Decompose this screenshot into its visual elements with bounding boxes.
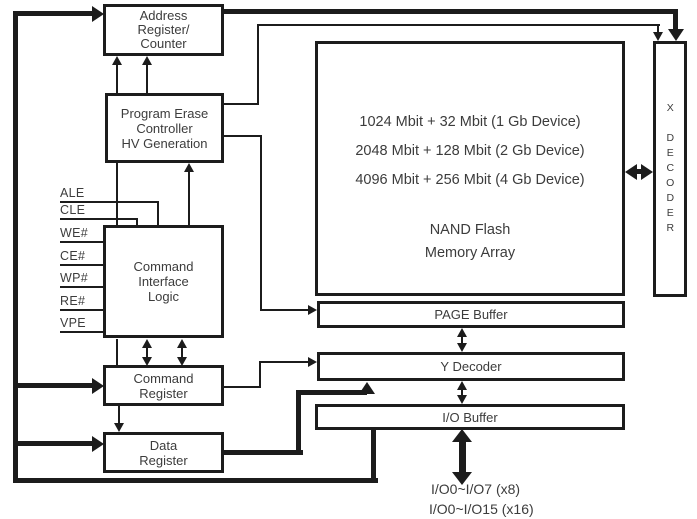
wire-array-x-decoder-bus: [635, 169, 645, 174]
arrowhead-up-bidir-2: [177, 339, 187, 348]
pin-label-ale: ALE: [60, 186, 85, 200]
capacity-line-2gb: 2048 Mbit + 128 Mbit (2 Gb Device): [355, 143, 585, 159]
wire-cle-down: [136, 218, 138, 226]
arrowhead-down-bidir-2: [177, 357, 187, 366]
wire-pec-to-address-register-2: [146, 62, 148, 93]
io-pins-label-x8: I/O0~I/O7 (x8): [431, 481, 521, 497]
arrowhead-into-x-decoder-thick: [668, 29, 684, 41]
arrowhead-up-address-register-2: [142, 56, 152, 65]
arrowhead-into-x-decoder-side: [641, 164, 653, 180]
block-label: I/O Buffer: [442, 409, 498, 425]
pin-label-ce: CE#: [60, 249, 86, 263]
arrowhead-into-page-buffer: [308, 305, 317, 315]
wire-command-register-up: [259, 361, 261, 388]
wire-pec-to-address-register-1: [116, 62, 118, 93]
arrowhead-into-x-decoder-thin: [653, 32, 663, 41]
arrowhead-into-data-register: [92, 436, 104, 452]
wire-pec-to-x-decoder-across: [257, 24, 660, 26]
wire-data-register-output: [224, 450, 303, 455]
block-page-buffer: PAGE Buffer: [317, 301, 625, 328]
wire-left-bus-vertical: [13, 11, 18, 483]
arrowhead-up-bidir-1: [142, 339, 152, 348]
wire-cil-command-register-bidir-2: [181, 346, 183, 359]
pin-label-wp: WP#: [60, 271, 88, 285]
pin-label-we: WE#: [60, 226, 88, 240]
arrowhead-up-into-pec: [184, 163, 194, 172]
block-label: Data Register: [139, 437, 188, 468]
wire-ale-down: [157, 201, 159, 225]
io-pins-label-x16: I/O0~I/O15 (x16): [429, 501, 534, 517]
block-label: Command Register: [133, 370, 194, 401]
wire-address-bus-top: [224, 9, 678, 14]
wire-bus-to-command-register: [13, 383, 93, 388]
block-io-buffer: I/O Buffer: [315, 404, 625, 430]
memory-array-content: 1024 Mbit + 32 Mbit (1 Gb Device) 2048 M…: [318, 44, 622, 293]
wire-ale: [60, 201, 159, 203]
arrowhead-into-io-buffer-bottom: [452, 429, 472, 442]
capacity-line-4gb: 4096 Mbit + 256 Mbit (4 Gb Device): [355, 172, 585, 188]
wire-data-register-to-y-decoder: [296, 390, 367, 395]
arrowhead-down-bidir-1: [142, 357, 152, 366]
block-label: PAGE Buffer: [434, 307, 508, 322]
block-label: Y Decoder: [440, 359, 502, 374]
block-x-decoder: X DECODER: [653, 41, 687, 297]
arrowhead-into-memory-array: [625, 164, 637, 180]
wire-cil-to-command-register-plain: [116, 339, 118, 365]
arrowhead-into-address-register: [92, 6, 104, 22]
wire-pec-to-page-buffer-down: [260, 135, 262, 311]
wire-io-external-bus: [459, 440, 466, 474]
wire-wp: [60, 286, 105, 288]
wire-command-register-to-y-decoder: [259, 361, 308, 363]
block-command-interface-logic: Command Interface Logic: [103, 225, 224, 338]
block-address-register-counter: Address Register/ Counter: [103, 4, 224, 56]
wire-re: [60, 309, 105, 311]
wire-pec-to-page-buffer-stub: [224, 135, 262, 137]
wire-pec-to-x-decoder-stub: [224, 103, 259, 105]
arrowhead-io-pins-down: [452, 472, 472, 485]
pin-label-vpe: VPE: [60, 316, 86, 330]
block-command-register: Command Register: [103, 365, 224, 406]
block-label: Address Register/ Counter: [137, 8, 190, 51]
wire-we: [60, 241, 105, 243]
arrowhead-down-y-decoder: [457, 343, 467, 352]
arrowhead-into-command-register: [92, 378, 104, 394]
block-data-register: Data Register: [103, 432, 224, 473]
block-label-vertical: X DECODER: [664, 101, 677, 237]
arrowhead-up-page-buffer: [457, 328, 467, 337]
wire-cle: [60, 218, 138, 220]
wire-y-decoder-io-buffer-bidir: [461, 388, 463, 397]
wire-bus-to-data-register: [13, 441, 93, 446]
pin-label-re: RE#: [60, 294, 86, 308]
wire-cil-to-pec-arrow: [188, 170, 190, 225]
arrowhead-into-data-register-top: [114, 423, 124, 432]
block-label: Command Interface Logic: [133, 259, 194, 304]
block-label: Program Erase Controller HV Generation: [120, 105, 209, 151]
arrowhead-into-y-decoder-left: [308, 357, 317, 367]
wire-cil-to-pec-plain: [116, 163, 118, 225]
block-y-decoder: Y Decoder: [317, 352, 625, 381]
wire-command-to-data-register: [118, 405, 120, 424]
wire-bus-to-address-register: [13, 11, 93, 16]
arrowhead-up-address-register-1: [112, 56, 122, 65]
arrowhead-up-y-decoder: [457, 381, 467, 390]
wire-ce: [60, 264, 105, 266]
wire-data-register-output-up: [296, 390, 301, 455]
wire-vpe: [60, 331, 105, 333]
arrowhead-down-io-buffer: [457, 395, 467, 404]
block-nand-flash-memory-array: 1024 Mbit + 32 Mbit (1 Gb Device) 2048 M…: [315, 41, 625, 296]
wire-address-bus-down: [673, 9, 678, 31]
capacity-line-1gb: 1024 Mbit + 32 Mbit (1 Gb Device): [359, 114, 581, 130]
pin-label-cle: CLE: [60, 203, 86, 217]
wire-pec-to-x-decoder-down: [657, 24, 659, 34]
wire-page-buffer-y-decoder-bidir: [461, 335, 463, 347]
block-program-erase-controller: Program Erase Controller HV Generation: [105, 93, 224, 163]
wire-command-register-output: [224, 386, 261, 388]
memory-array-name: NAND Flash Memory Array: [424, 222, 516, 261]
wire-bottom-bus-horizontal: [13, 478, 378, 483]
wire-pec-to-page-buffer-in: [260, 309, 308, 311]
wire-io-buffer-to-bottom-bus: [371, 430, 376, 483]
arrowhead-into-y-decoder-bottom: [359, 382, 375, 394]
wire-cil-command-register-bidir-1: [146, 346, 148, 359]
wire-pec-to-x-decoder-up: [257, 24, 259, 105]
